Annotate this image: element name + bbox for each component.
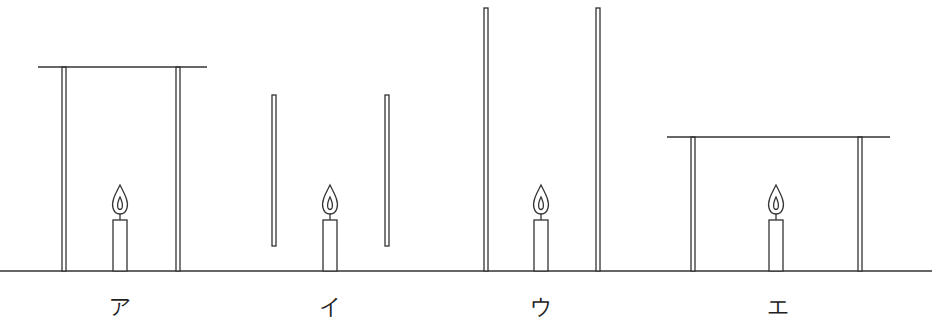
setup-label: イ	[319, 296, 342, 318]
setup-a	[38, 67, 207, 271]
setup-e	[667, 137, 890, 271]
setup-i	[272, 95, 389, 271]
setup-label: ウ	[530, 296, 553, 318]
setup-label: エ	[767, 296, 790, 318]
ground-line	[0, 270, 932, 271]
setup-label: ア	[109, 296, 132, 318]
setup-u	[484, 8, 600, 271]
